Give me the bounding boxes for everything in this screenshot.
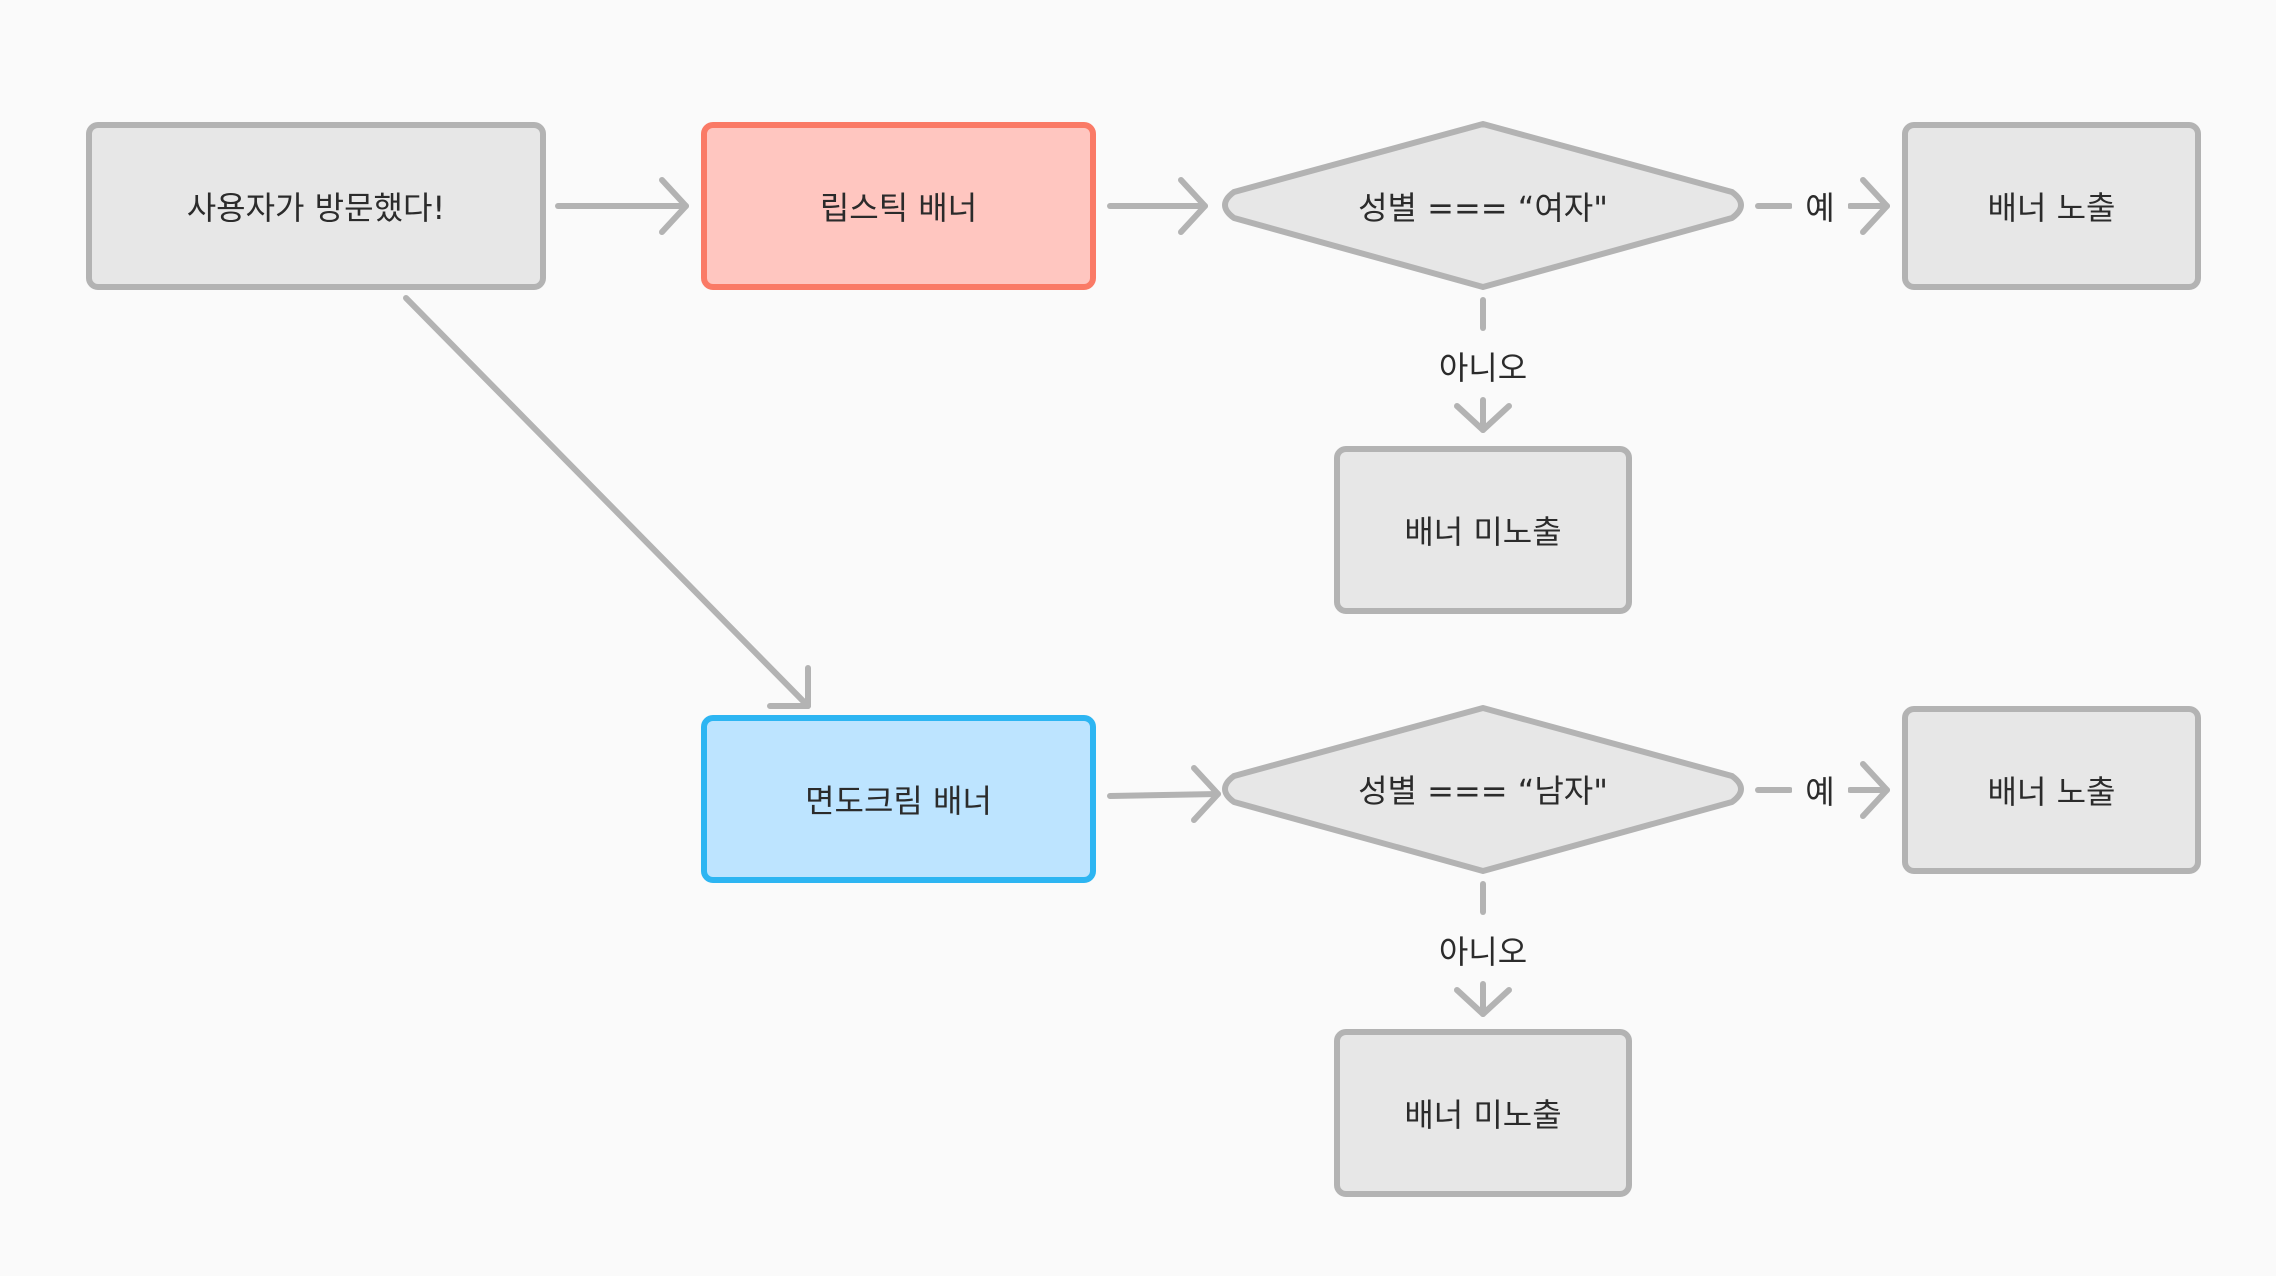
visit-node bbox=[86, 122, 546, 290]
decision-male-label: 성별 === “남자" bbox=[1358, 772, 1608, 810]
edge-yes-label-2: 예 bbox=[1792, 770, 1848, 811]
hide-banner-label-2: 배너 미노출 bbox=[1404, 1096, 1562, 1134]
decision-male-node bbox=[1222, 705, 1744, 874]
arrow-visit-to-shaving bbox=[403, 295, 811, 709]
arrow-male-yes bbox=[1755, 761, 1890, 819]
hide-banner-node-1 bbox=[1334, 446, 1632, 614]
shaving-banner-node bbox=[701, 715, 1096, 883]
show-banner-label-1: 배너 노출 bbox=[1987, 189, 2116, 227]
arrow-lipstick-to-female-decision bbox=[1107, 177, 1208, 235]
show-banner-label-2: 배너 노출 bbox=[1987, 773, 2116, 811]
lipstick-banner-label: 립스틱 배너 bbox=[819, 189, 978, 227]
edge-no-label-1: 아니오 bbox=[1413, 344, 1553, 388]
arrow-male-no bbox=[1454, 881, 1512, 1017]
show-banner-node-1 bbox=[1902, 122, 2201, 290]
arrow-shaving-to-male-decision bbox=[1107, 765, 1221, 823]
hide-banner-node-2 bbox=[1334, 1029, 1632, 1197]
visit-node-label: 사용자가 방문했다! bbox=[186, 189, 446, 227]
decision-female-label: 성별 === “여자" bbox=[1358, 189, 1608, 227]
arrow-female-no bbox=[1454, 297, 1512, 433]
lipstick-banner-node bbox=[701, 122, 1096, 290]
arrow-visit-to-lipstick bbox=[555, 177, 689, 235]
arrow-female-yes bbox=[1755, 177, 1890, 235]
show-banner-node-2 bbox=[1902, 706, 2201, 874]
shaving-banner-label: 면도크림 배너 bbox=[805, 782, 992, 820]
edge-yes-label-1: 예 bbox=[1792, 186, 1848, 227]
hide-banner-label-1: 배너 미노출 bbox=[1404, 513, 1562, 551]
edge-no-label-2: 아니오 bbox=[1413, 928, 1553, 972]
decision-female-node bbox=[1222, 121, 1744, 290]
